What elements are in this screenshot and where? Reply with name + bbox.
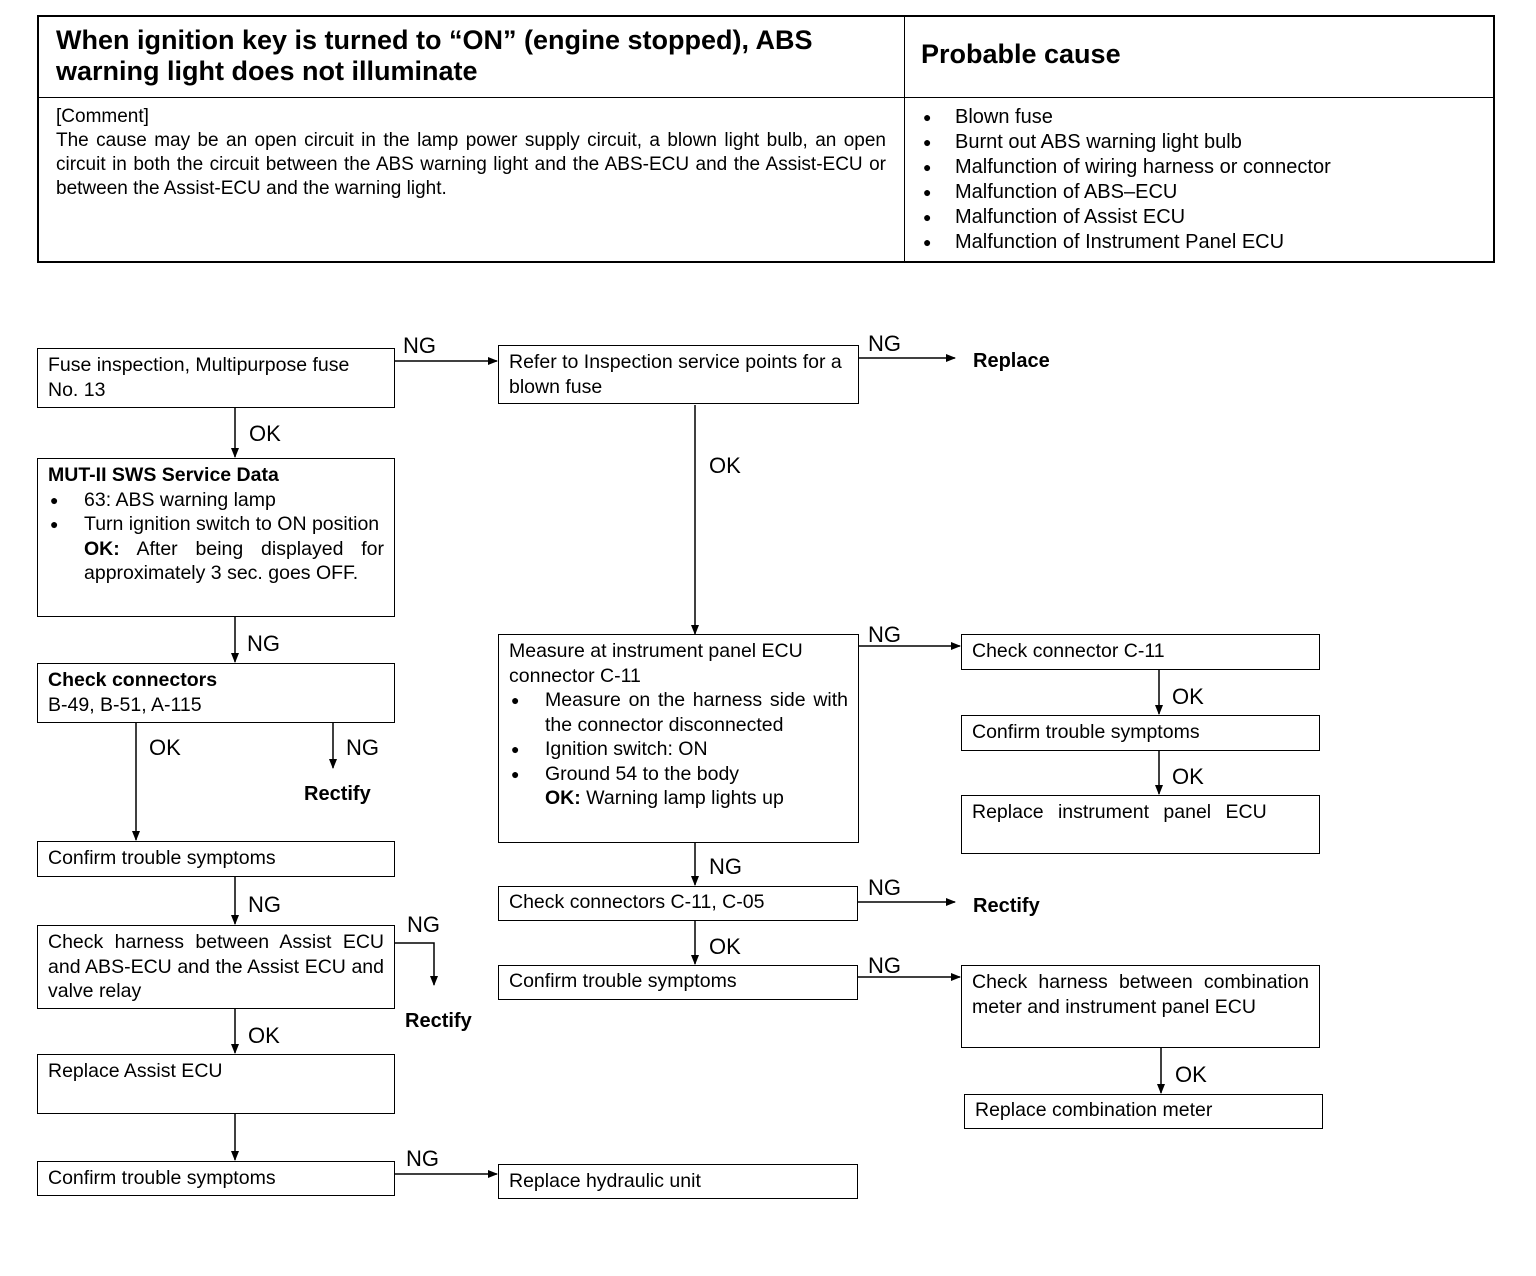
replace-hydraulic-unit-text: Replace hydraulic unit (509, 1170, 701, 1192)
replace-combination-meter-box: Replace combination meter (964, 1094, 1323, 1129)
ng-label: NG (406, 1146, 439, 1171)
check-harness-assist-box: Check harness between Assist ECU and ABS… (37, 925, 395, 1009)
measure-item: Measure on the harness side with the con… (509, 688, 848, 737)
confirm-symptoms-box-4: Confirm trouble symptoms (498, 965, 858, 1000)
check-connectors-c11-c05-box: Check connectors C-11, C-05 (498, 886, 858, 921)
check-connectors-c11-c05-text: Check connectors C-11, C-05 (509, 891, 765, 913)
symptom-table: When ignition key is turned to “ON” (eng… (37, 15, 1495, 263)
check-harness-assist-text: Check harness between Assist ECU and ABS… (48, 931, 384, 1002)
measure-ok-text: Warning lamp lights up (586, 787, 784, 809)
check-connectors-box: Check connectors B-49, B-51, A-115 (37, 663, 395, 723)
confirm-symptoms-text: Confirm trouble symptoms (48, 1167, 276, 1189)
cause-item: Malfunction of ABS–ECU (917, 180, 1487, 205)
ok-label: OK (1175, 1062, 1207, 1087)
fuse-inspection-box: Fuse inspection, Multipurpose fuse No. 1… (37, 348, 395, 408)
confirm-symptoms-box-1: Confirm trouble symptoms (37, 841, 395, 877)
replace-assist-ecu-box: Replace Assist ECU (37, 1054, 395, 1114)
comment-label: [Comment] (56, 106, 149, 127)
check-connector-c11-box: Check connector C-11 (961, 634, 1320, 670)
symptom-title: When ignition key is turned to “ON” (eng… (56, 25, 813, 86)
mut-title: MUT-II SWS Service Data (48, 464, 279, 486)
ng-label: NG (868, 331, 901, 356)
comment-block: [Comment] The cause may be an open circu… (56, 105, 886, 201)
cause-item: Malfunction of Instrument Panel ECU (917, 230, 1487, 255)
confirm-symptoms-text: Confirm trouble symptoms (48, 847, 276, 869)
ng-label: NG (709, 854, 742, 879)
rectify-label: Rectify (405, 1010, 472, 1032)
check-connectors-title: Check connectors (48, 669, 218, 691)
measure-item: Ground 54 to the body (509, 762, 848, 787)
ng-label: NG (346, 735, 379, 760)
mut-service-data-box: MUT-II SWS Service Data 63: ABS warning … (37, 458, 395, 617)
replace-hydraulic-unit-box: Replace hydraulic unit (498, 1164, 858, 1199)
mut-item: Turn ignition switch to ON position (48, 512, 384, 537)
check-connectors-list: B-49, B-51, A-115 (48, 693, 202, 716)
ng-label: NG (868, 622, 901, 647)
replace-instrument-panel-ecu-text: Replace instrument panel ECU (972, 801, 1267, 823)
cause-item: Malfunction of Assist ECU (917, 205, 1487, 230)
arrow-harness-ng (394, 942, 438, 986)
measure-item: Ignition switch: ON (509, 737, 848, 762)
measure-list: Measure on the harness side with the con… (509, 688, 848, 786)
confirm-symptoms-text: Confirm trouble symptoms (509, 970, 737, 992)
mut-ok-label: OK: (84, 537, 120, 560)
measure-title: Measure at instrument panel ECU connecto… (509, 640, 803, 687)
check-harness-meter-box: Check harness between combination meter … (961, 965, 1320, 1048)
cause-list: Blown fuse Burnt out ABS warning light b… (917, 105, 1487, 255)
ng-label: NG (248, 892, 281, 917)
confirm-symptoms-box-3: Confirm trouble symptoms (961, 715, 1320, 751)
mut-item: 63: ABS warning lamp (48, 488, 384, 513)
replace-combination-meter-text: Replace combination meter (975, 1099, 1213, 1121)
confirm-symptoms-text: Confirm trouble symptoms (972, 721, 1200, 743)
ng-label: NG (407, 912, 440, 937)
replace-instrument-panel-ecu-box: Replace instrument panel ECU (961, 795, 1320, 854)
probable-cause-title: Probable cause (921, 39, 1121, 69)
ok-label: OK (1172, 764, 1204, 789)
rectify-label: Rectify (973, 895, 1040, 917)
refer-inspection-box: Refer to Inspection service points for a… (498, 345, 859, 404)
ok-label: OK (709, 453, 741, 478)
mut-ok-text: After being displayed for approximately … (84, 537, 384, 585)
measure-ok-label: OK: (545, 787, 581, 809)
fuse-inspection-text: Fuse inspection, Multipurpose fuse No. 1… (48, 354, 350, 401)
mut-list: 63: ABS warning lamp Turn ignition switc… (48, 488, 384, 537)
replace-label: Replace (973, 350, 1050, 372)
ng-label: NG (868, 953, 901, 978)
cause-item: Blown fuse (917, 105, 1487, 130)
mut-ok-note: OK: After being displayed for approximat… (48, 537, 384, 586)
replace-assist-ecu-text: Replace Assist ECU (48, 1060, 223, 1082)
ok-label: OK (248, 1023, 280, 1048)
check-harness-meter-text: Check harness between combination meter … (972, 971, 1309, 1018)
refer-inspection-text: Refer to Inspection service points for a… (509, 351, 842, 398)
ng-label: NG (403, 333, 436, 358)
ok-label: OK (709, 934, 741, 959)
cause-item: Malfunction of wiring harness or connect… (917, 155, 1487, 180)
rectify-label: Rectify (304, 783, 371, 805)
table-divider-horizontal (39, 97, 1493, 98)
ok-label: OK (249, 421, 281, 446)
measure-ok-note: OK: Warning lamp lights up (509, 786, 848, 811)
ng-label: NG (868, 875, 901, 900)
confirm-symptoms-box-2: Confirm trouble symptoms (37, 1161, 395, 1196)
ng-label: NG (247, 631, 280, 656)
comment-text: The cause may be an open circuit in the … (56, 130, 886, 199)
ok-label: OK (149, 735, 181, 760)
check-connector-c11-text: Check connector C-11 (972, 640, 1165, 662)
measure-ecu-box: Measure at instrument panel ECU connecto… (498, 634, 859, 843)
cause-item: Burnt out ABS warning light bulb (917, 130, 1487, 155)
ok-label: OK (1172, 684, 1204, 709)
table-divider-vertical (904, 17, 905, 261)
